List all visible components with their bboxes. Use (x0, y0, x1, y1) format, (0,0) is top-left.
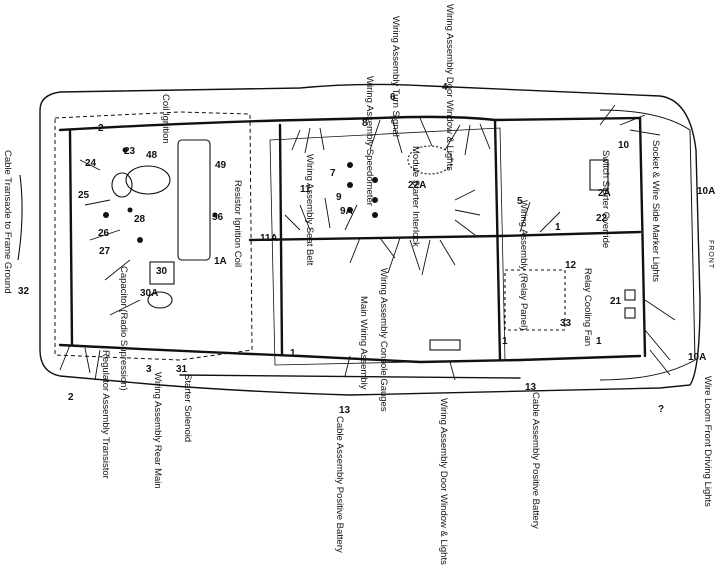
callout-11a: 11A (260, 233, 278, 244)
callout-1-b: 1 (502, 336, 508, 347)
harness-right-vertical (493, 118, 502, 362)
harness-top (58, 115, 642, 132)
callout-1A: 1A (214, 256, 227, 267)
harness-bottom-cable (179, 374, 521, 379)
ignition-resistor-bracket (177, 139, 211, 261)
callout-30: 30 (156, 266, 168, 277)
callout-32: 32 (18, 286, 30, 297)
callout-11: 11 (300, 184, 311, 195)
callout-31: 31 (176, 364, 188, 375)
label-door-window-lights-top: Wiring Assembly Door Window & Lights (444, 4, 455, 171)
callout-2a: 2A (598, 188, 611, 199)
label-starter-interlock: Module Starter Interlock (410, 146, 421, 247)
label-coil-ignition: Coil Ignition (160, 94, 171, 144)
callout-1-c: 1 (596, 336, 602, 347)
callout-48: 48 (146, 150, 158, 161)
label-speedometer: Wiring Assembly Speedometer (364, 76, 375, 206)
callout-27: 27 (99, 246, 111, 257)
label-driving-lights: Wire Loom Front Driving Lights (702, 376, 713, 507)
callout-49: 49 (215, 160, 227, 171)
callout-1-a: 1 (555, 222, 561, 233)
callout-10a-top: 10A (697, 186, 716, 197)
label-positive-battery-right: Cable Assembly Positive Battery (530, 392, 541, 529)
callout-10a-bottom: 10A (688, 352, 707, 363)
callout-1-d: 1 (290, 348, 296, 359)
callout-4: 4 (442, 82, 448, 93)
callout-12: 12 (565, 260, 577, 271)
label-door-window-lights-bottom: Wiring Assembly Door Window & Lights (438, 398, 449, 565)
starter-interlock-module (407, 145, 453, 175)
callout-10: 10 (618, 140, 630, 151)
ignition-coil (125, 165, 171, 195)
starter-solenoid (147, 291, 173, 309)
callout-2-left: 2 (98, 123, 104, 134)
ground-strap-32 (17, 174, 23, 261)
callout-13-bottom: 13 (339, 405, 351, 416)
callout-28: 28 (134, 214, 146, 225)
callout-3: 3 (146, 364, 152, 375)
callout-22: 22 (596, 213, 608, 224)
callout-56: 56 (212, 212, 224, 223)
console-gauges (429, 339, 461, 351)
harness-main (248, 230, 642, 242)
label-front: FRONT (707, 240, 714, 270)
label-relay-cooling-fan: Relay Cooling Fan (582, 268, 593, 347)
front-bumper (599, 109, 696, 381)
callout-22a: 22A (408, 180, 427, 191)
label-transaxle-ground: Cable Transaxle to Frame Ground (2, 150, 13, 294)
callout-question: ? (658, 404, 665, 415)
coil-cap (111, 172, 133, 198)
callout-33: 33 (560, 318, 572, 329)
callout-9a: 9A (340, 206, 353, 217)
label-console-gauges: Wiring Assembly Console Gauges (378, 268, 389, 412)
callout-9: 9 (336, 192, 342, 203)
callout-30a: 30A (140, 288, 159, 299)
label-capacitor: Capacitor (Radio Supression) (118, 266, 129, 391)
callout-23: 23 (124, 146, 136, 157)
callout-13-right: 13 (525, 382, 537, 393)
callout-6: 6 (390, 92, 396, 103)
relay-block-30 (149, 261, 175, 285)
callout-2-bottom: 2 (68, 392, 74, 403)
label-starter-solenoid: Starter Solenoid (182, 374, 193, 443)
callout-24: 24 (85, 158, 97, 169)
label-turn-signal: Wiring Assembly Turn Signal (390, 16, 401, 137)
callout-7: 7 (330, 168, 336, 179)
callout-8: 8 (362, 118, 368, 129)
callout-26: 26 (98, 228, 110, 239)
harness-mid-vertical (278, 123, 284, 357)
label-side-marker: Socket & Wire Side Marker Lights (650, 140, 661, 283)
callout-21: 21 (610, 296, 622, 307)
callout-25: 25 (78, 190, 90, 201)
label-seat-belt: Wiring Assembly Seat Belt (304, 154, 315, 266)
label-relay-panel: Wiring Assembly (Relay Panel) (518, 200, 529, 331)
harness-bottom (58, 343, 642, 364)
label-main-wiring: Main Wiring Assembly (358, 296, 369, 390)
harness-front-vertical (638, 116, 647, 358)
callout-5: 5 (517, 196, 523, 207)
label-switch-starter-override: Switch Starter Override (600, 150, 611, 249)
label-positive-battery-bottom: Cable Assembly Positive Battery (334, 416, 345, 553)
relay-panel (589, 159, 609, 191)
wiring-diagram (17, 83, 701, 396)
label-rear-main: Wiring Assembly Rear Main (152, 372, 163, 489)
component-33 (504, 269, 566, 331)
cooling-fan-relay-2 (624, 307, 636, 319)
label-resistor-ignition-coil: Resistor Ignition Coil (232, 180, 243, 268)
car-body-outline (39, 83, 701, 396)
label-regulator: Regulator Assembly Transistor (100, 350, 111, 479)
cooling-fan-relay (624, 289, 636, 301)
harness-left-vertical (68, 128, 74, 347)
